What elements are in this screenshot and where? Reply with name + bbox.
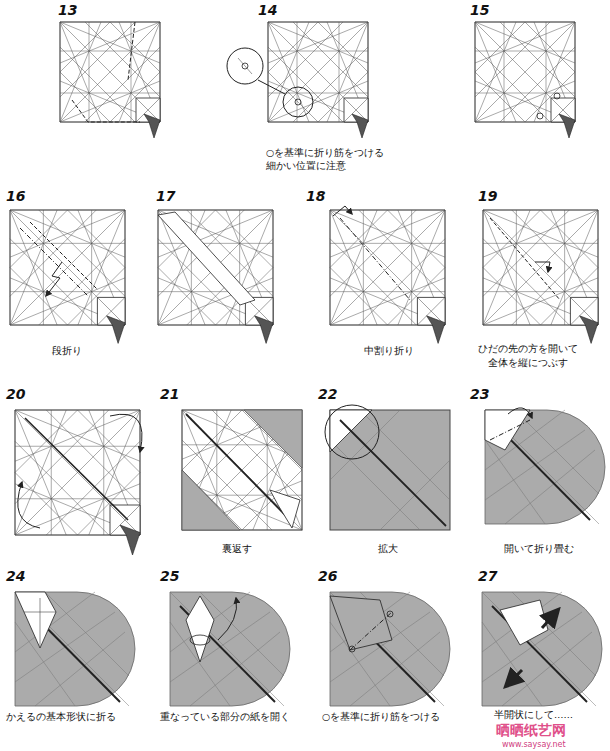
instruction-text: ○を基準に折り筋をつける [266, 148, 384, 159]
instruction-text: 細かい位置に注意 [266, 161, 346, 172]
instruction-text: 全体を縦につぶす [488, 358, 568, 369]
step-number: 18 [306, 188, 325, 204]
step-number: 19 [478, 188, 497, 204]
instruction-text: 半開状にして…… [494, 710, 573, 721]
instruction-text: 段折り [52, 346, 82, 357]
step-number: 22 [318, 386, 337, 402]
step-number: 24 [6, 568, 25, 584]
step-number: 20 [6, 386, 25, 402]
instruction-text: 重なっている部分の紙を開く [160, 712, 290, 723]
instruction-text: ひだの先の方を開いて [478, 344, 578, 355]
instruction-text: 中割り折り [364, 346, 414, 357]
step-number: 26 [318, 568, 337, 584]
step-number: 16 [6, 188, 25, 204]
step-number: 21 [160, 386, 179, 402]
step-number: 15 [470, 2, 489, 18]
instruction-text: 開いて折り畳む [504, 544, 574, 555]
instruction-text: かえるの基本形状に折る [6, 712, 116, 723]
step-number: 14 [258, 2, 277, 18]
instruction-text: 裏返す [222, 544, 252, 555]
step-number: 13 [58, 2, 77, 18]
watermark: 晒晒纸艺网 [496, 722, 566, 738]
step-number: 17 [156, 188, 175, 204]
instruction-text: 拡大 [378, 544, 398, 555]
step-number: 25 [160, 568, 179, 584]
instruction-text: ○を基準に折り筋をつける [322, 712, 440, 723]
step-number: 27 [478, 568, 497, 584]
step-number: 23 [470, 386, 489, 402]
watermark-url: www.saysay.net [502, 740, 566, 749]
